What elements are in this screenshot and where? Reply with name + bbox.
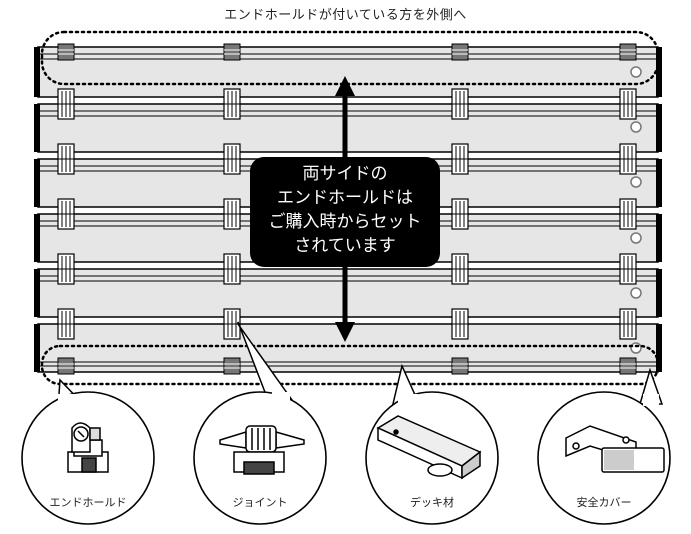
screw [630,232,642,244]
part-label-safety-cover: 安全カバー [576,496,632,509]
end-hold-icon [67,422,109,473]
end-hold [223,43,241,61]
callout-line: 両サイドの [302,164,388,184]
end-hold [451,357,469,375]
screw [630,121,642,133]
end-hold [223,357,241,375]
part-label-end-hold: エンドホールド [49,496,127,509]
end-hold [619,357,637,375]
bottom-end-hold-highlight [40,344,660,386]
screw [630,66,642,78]
end-hold [57,357,75,375]
joint-icon [219,425,305,475]
end-hold [57,43,75,61]
part-label-deck-board: デッキ材 [410,496,454,509]
screw [630,287,642,299]
callout-line: エンドホールドは [277,188,413,208]
screw [630,342,642,354]
deck-board [34,268,662,318]
safety-cover-screws [630,66,642,354]
deck-board-icon [376,415,482,480]
callout-line: ご購入時からセット [268,212,422,232]
safety-cover-icon [565,425,665,473]
joints [57,88,637,340]
top-end-hold-highlight [40,30,660,86]
callout-line: されています [294,236,396,256]
part-label-joint: ジョイント [232,496,288,509]
deck-board [34,103,662,153]
orientation-caption: エンドホールドが付いている方を外側へ [224,8,467,23]
screw [630,176,642,188]
end-holds [57,43,637,375]
end-hold [619,43,637,61]
end-hold [451,43,469,61]
callout-note: 両サイドの エンドホールドは ご購入時からセット されています [250,157,440,267]
